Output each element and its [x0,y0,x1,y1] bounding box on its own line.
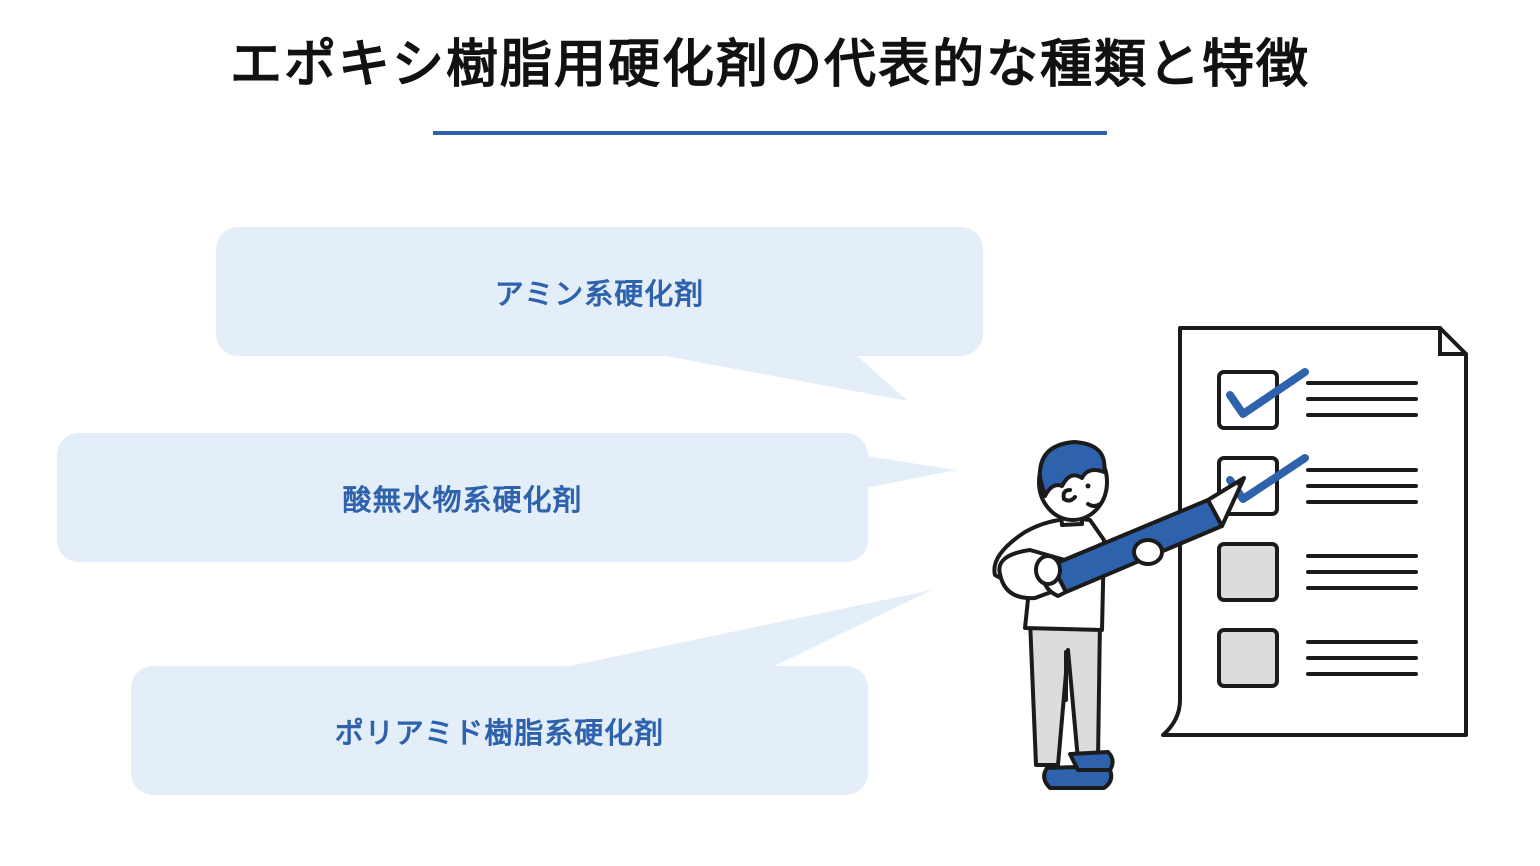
bubble-label: アミン系硬化剤 [494,276,705,311]
checklist-rows [1217,368,1418,688]
checklist-row-3 [1217,542,1418,602]
bubble-polyamide-resin-hardener: ポリアミド樹脂系硬化剤 [131,666,868,795]
bubble-label: 酸無水物系硬化剤 [342,482,583,517]
checkmark-icon [1226,368,1309,418]
bubble-tail-3 [560,590,932,668]
person-figure [992,440,1246,790]
page-title: エポキシ樹脂用硬化剤の代表的な種類と特徴 [229,35,1310,95]
bubble-label: ポリアミド樹脂系硬化剤 [334,715,665,750]
checklist-row-1 [1217,368,1418,430]
title-underline [433,131,1107,135]
bubble-tail-1 [655,354,908,401]
bubble-tail-2 [866,456,956,488]
checklist-row-2 [1217,454,1418,516]
person-checklist-illustration [992,326,1468,790]
bubble-amine-hardener: アミン系硬化剤 [216,227,983,356]
bubble-acid-anhydride-hardener: 酸無水物系硬化剤 [57,433,868,562]
checklist-row-4 [1217,628,1418,688]
